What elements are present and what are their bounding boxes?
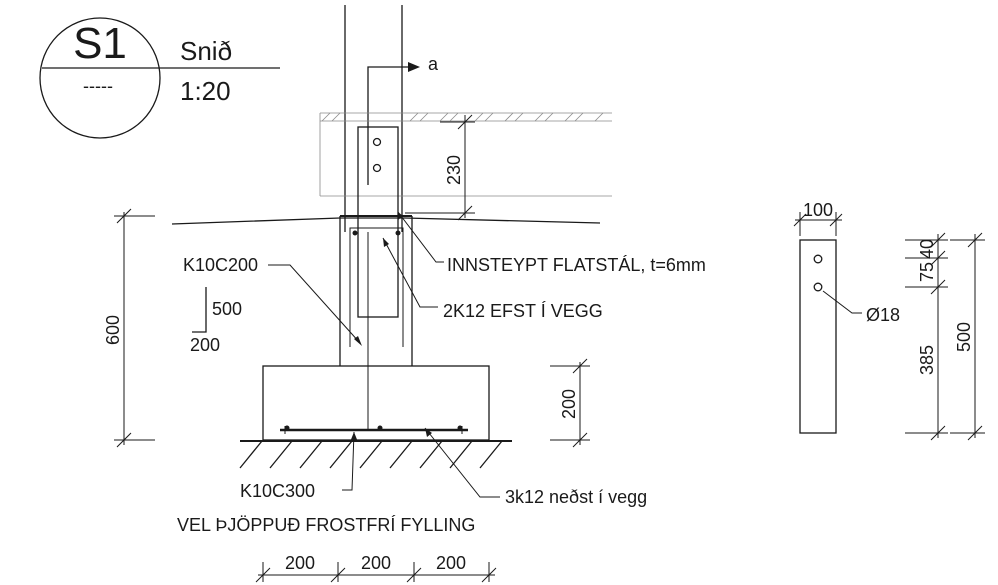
dim-total-height: 600	[103, 315, 123, 345]
leader-hole	[822, 290, 862, 314]
bottom-bar-3	[457, 425, 463, 431]
leader-flat-steel	[397, 211, 444, 263]
section-cut-line	[367, 66, 410, 185]
deck-band	[319, 112, 612, 197]
leader-top-bars	[382, 237, 438, 308]
plate-detail: Ø18 100 40 75 385 500	[793, 200, 985, 441]
steel-post	[344, 5, 403, 232]
annotations: INNSTEYPT FLATSTÁL, t=6mm 2K12 EFST Í VE…	[177, 255, 706, 535]
flat-steel-plate	[357, 126, 399, 318]
embedded-flat-steel	[357, 126, 399, 318]
label-flat-steel: INNSTEYPT FLATSTÁL, t=6mm	[447, 255, 706, 275]
ground-line	[171, 217, 601, 225]
label-stirrup-200: 200	[190, 335, 220, 355]
bottom-bar-1	[284, 425, 290, 431]
label-stirrups: K10C200	[183, 255, 258, 275]
drawing-scale: 1:20	[180, 76, 231, 106]
plate-hole-bottom	[813, 282, 823, 292]
bottom-bar-2	[377, 425, 383, 431]
title-circle	[39, 17, 161, 139]
dim-footing-width-3: 200	[436, 553, 466, 573]
dim-footing-width-1: 200	[285, 553, 315, 573]
leaders	[268, 211, 862, 498]
starter-bar	[367, 232, 432, 431]
top-bar-right	[395, 230, 401, 236]
dim-footing-width-2: 200	[361, 553, 391, 573]
flat-steel-hole-top	[372, 137, 382, 147]
label-hole-diameter: Ø18	[866, 305, 900, 325]
stirrup-shape-icon	[192, 287, 207, 333]
deck-hatching	[321, 112, 604, 122]
leader-bottom-stirrups	[342, 431, 355, 491]
section-cut-label: a	[428, 54, 439, 74]
label-top-bars: 2K12 EFST Í VEGG	[443, 301, 603, 321]
dimension-lines: 230 600 200 200 200 200	[103, 114, 590, 583]
title-block: S1 ----- Snið 1:20	[39, 17, 280, 139]
top-bar-left	[352, 230, 358, 236]
section-cut-marker: a	[367, 54, 439, 185]
section-cut-arrow	[408, 62, 420, 72]
plate-outline	[799, 239, 837, 434]
title-dashes: -----	[83, 76, 113, 96]
footing	[239, 232, 512, 469]
label-stirrup-500: 500	[212, 299, 242, 319]
section-id: S1	[73, 19, 127, 68]
flat-steel-hole-bottom	[372, 163, 382, 173]
dim-plate-total: 500	[954, 322, 974, 352]
dim-plate-top-2: 40	[917, 239, 937, 259]
label-fill: VEL ÞJÖPPUÐ FROSTFRÍ FYLLING	[177, 515, 475, 535]
soil-hatching	[239, 440, 503, 469]
plate-hole-top	[813, 254, 823, 264]
drawing-name: Snið	[180, 36, 232, 66]
dim-plate-top-1: 75	[917, 262, 937, 282]
label-bottom-stirrups: K10C300	[240, 481, 315, 501]
dim-footing-height: 200	[559, 389, 579, 419]
leader-stirrups	[268, 264, 361, 344]
dim-embed-depth: 230	[444, 155, 464, 185]
dim-plate-mid: 385	[917, 345, 937, 375]
leader-bottom-bars	[424, 427, 500, 498]
dim-plate-width: 100	[803, 200, 833, 220]
label-bottom-bars: 3k12 neðst í vegg	[505, 487, 647, 507]
concrete-wall	[339, 215, 413, 366]
